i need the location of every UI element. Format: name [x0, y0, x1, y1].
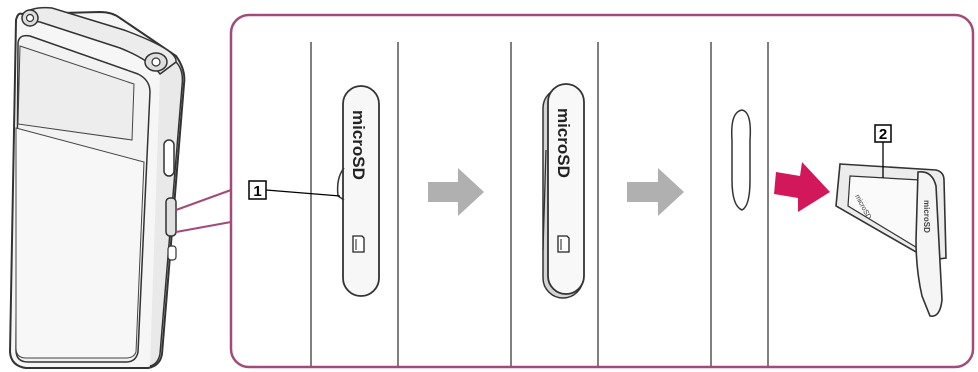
tray-edge	[542, 149, 547, 251]
tray-end-cap	[915, 170, 943, 317]
empty-slot-opening	[730, 109, 752, 211]
device-screen-top-panel	[17, 45, 135, 141]
microsd-card-icon	[557, 235, 570, 253]
step-1-closed-cover: microSD 1	[248, 42, 399, 366]
microsd-card-icon	[352, 235, 365, 253]
headphone-jack-icon	[21, 9, 39, 27]
zoom-connector-lines	[175, 189, 232, 233]
tray-cap-label: microSD	[922, 200, 931, 233]
red-arrow-right-icon	[774, 162, 830, 212]
gray-arrow-right-icon	[627, 168, 684, 216]
callout-1-leader	[265, 189, 341, 197]
microsd-label: microSD	[554, 108, 573, 178]
step-3-open-slot	[710, 42, 830, 366]
gray-arrow-right-icon	[428, 168, 484, 216]
microsd-label: microSD	[349, 110, 368, 180]
removed-slot-tray: microSD microSD 2	[835, 124, 947, 317]
detail-panel	[229, 13, 975, 369]
device-back-panel	[15, 127, 145, 359]
device-side-button-lower	[167, 245, 177, 261]
slot-cover	[342, 85, 380, 297]
balanced-jack-icon	[144, 52, 168, 72]
slot-cover-pulled	[547, 83, 585, 295]
callout-1-number: 1	[253, 183, 261, 200]
callout-2-number: 2	[879, 126, 887, 143]
walkman-device	[8, 6, 186, 369]
device-side-button	[163, 139, 175, 177]
device-slot-cover	[165, 197, 177, 237]
step-2-pulled-cover: microSD	[510, 42, 599, 366]
